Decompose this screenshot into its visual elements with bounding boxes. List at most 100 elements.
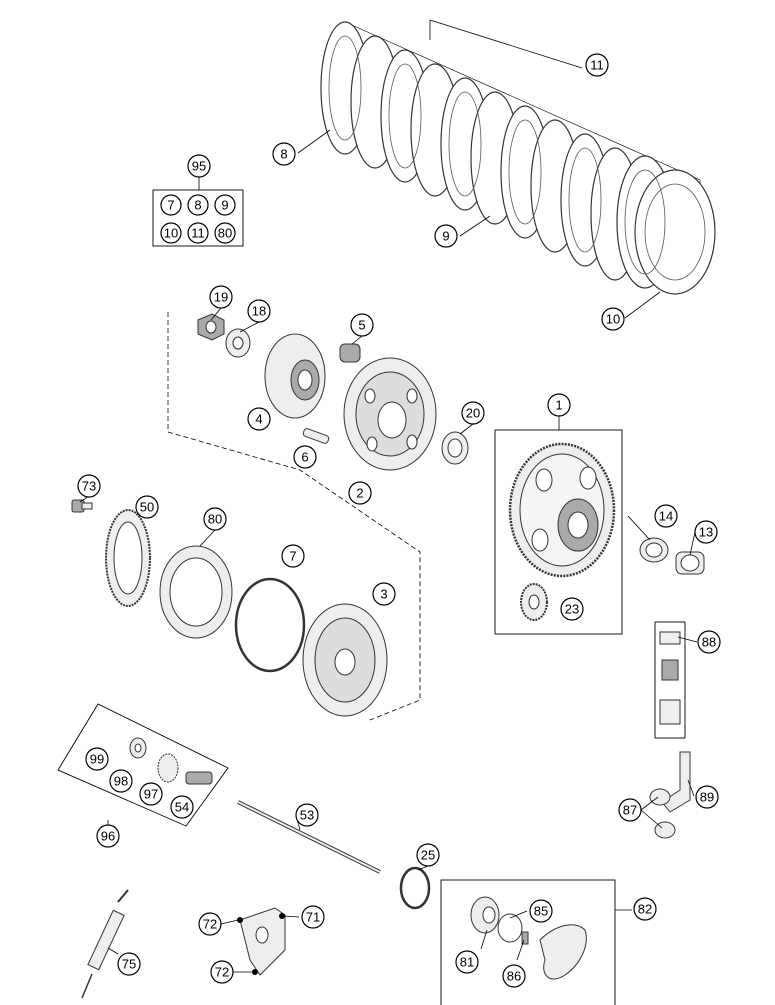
friction-disc-part-80 [159, 545, 233, 639]
banjo-fitting-part-89 [649, 751, 691, 839]
svg-text:71: 71 [306, 910, 320, 925]
callout-72-bottom: 72 [210, 960, 234, 984]
assembly-outline-upper [167, 312, 421, 721]
callout-10: 10 [601, 307, 625, 331]
kit-item-11: 11 [187, 222, 209, 244]
svg-text:9: 9 [442, 229, 449, 244]
kit-95-items: 7 8 9 10 11 80 [160, 194, 236, 244]
thrust-washer-part-20 [441, 431, 469, 465]
svg-text:10: 10 [164, 226, 178, 241]
svg-text:85: 85 [534, 904, 548, 919]
needle-bearing-part-50 [105, 509, 151, 607]
svg-text:96: 96 [101, 829, 115, 844]
clutch-disc-stack [297, 19, 716, 319]
callout-86: 86 [502, 964, 526, 988]
callout-18: 18 [247, 299, 271, 323]
callout-71: 71 [301, 905, 325, 929]
svg-text:89: 89 [700, 790, 714, 805]
fitting-box [654, 621, 686, 739]
svg-text:11: 11 [590, 58, 604, 73]
svg-text:53: 53 [300, 808, 314, 823]
svg-text:5: 5 [358, 318, 365, 333]
callout-96: 96 [96, 824, 120, 848]
svg-text:72: 72 [203, 917, 217, 932]
svg-text:54: 54 [175, 800, 189, 815]
svg-text:11: 11 [191, 226, 205, 241]
clutch-cover-part-71 [237, 907, 286, 976]
bearing-part-5 [339, 343, 361, 363]
svg-text:4: 4 [255, 412, 262, 427]
pin-part-6 [302, 428, 330, 444]
callout-54: 54 [170, 795, 194, 819]
kit-item-80: 80 [214, 222, 236, 244]
svg-text:18: 18 [252, 304, 266, 319]
callout-98: 98 [109, 769, 133, 793]
kit-item-8: 8 [187, 194, 209, 216]
callout-72-top: 72 [198, 912, 222, 936]
svg-text:1: 1 [555, 398, 562, 413]
svg-text:3: 3 [380, 587, 387, 602]
svg-text:80: 80 [218, 226, 232, 241]
syringe-part-75 [81, 889, 129, 999]
svg-text:98: 98 [114, 774, 128, 789]
callout-23: 23 [560, 597, 584, 621]
pressure-plate-part-3 [302, 603, 388, 717]
svg-text:80: 80 [208, 512, 222, 527]
callout-3: 3 [372, 582, 396, 606]
svg-text:6: 6 [301, 450, 308, 465]
lock-washer-part-18 [225, 328, 251, 358]
pressure-plate-part-4 [264, 333, 326, 419]
svg-text:75: 75 [122, 957, 136, 972]
svg-text:99: 99 [90, 752, 104, 767]
callout-73: 73 [77, 474, 101, 498]
slave-cylinder-box [440, 879, 632, 1005]
callout-11: 11 [585, 53, 609, 77]
svg-text:25: 25 [421, 848, 435, 863]
callout-80: 80 [203, 507, 227, 531]
svg-text:19: 19 [214, 290, 228, 305]
callout-89: 89 [695, 785, 719, 809]
callout-82: 82 [633, 897, 657, 921]
outer-clutch-basket-box [494, 416, 623, 635]
callout-50: 50 [135, 495, 159, 519]
svg-text:97: 97 [144, 787, 158, 802]
callout-87: 87 [618, 798, 642, 822]
svg-text:82: 82 [638, 902, 652, 917]
kit-95-box [152, 177, 244, 247]
needle-sleeve-part-13 [675, 551, 705, 575]
svg-text:86: 86 [507, 969, 521, 984]
svg-text:23: 23 [565, 602, 579, 617]
callout-85: 85 [529, 899, 553, 923]
part-callouts: 11 8 95 9 10 19 18 5 4 1 20 6 2 73 50 80… [77, 53, 721, 988]
kit-item-9: 9 [214, 194, 236, 216]
svg-text:7: 7 [167, 198, 174, 213]
bushing-part-14 [639, 537, 669, 563]
inner-clutch-hub-part-2 [343, 357, 437, 471]
callout-1: 1 [547, 393, 571, 417]
svg-text:95: 95 [192, 159, 206, 174]
callout-2: 2 [348, 481, 372, 505]
kit-item-10: 10 [160, 222, 182, 244]
svg-text:87: 87 [623, 803, 637, 818]
wire-ring-part-7 [234, 577, 306, 673]
callout-75: 75 [117, 952, 141, 976]
svg-text:14: 14 [659, 509, 673, 524]
svg-text:73: 73 [82, 479, 96, 494]
svg-text:9: 9 [221, 198, 228, 213]
svg-text:20: 20 [466, 406, 480, 421]
svg-text:8: 8 [280, 147, 287, 162]
callout-4: 4 [247, 407, 271, 431]
screw-part-73 [71, 499, 93, 513]
callout-19: 19 [209, 285, 233, 309]
callout-7: 7 [281, 544, 305, 568]
callout-81: 81 [455, 950, 479, 974]
nut-part-19 [197, 313, 225, 341]
callout-8: 8 [272, 142, 296, 166]
svg-text:13: 13 [699, 525, 713, 540]
callout-5: 5 [350, 313, 374, 337]
callout-14: 14 [654, 504, 678, 528]
callout-97: 97 [139, 782, 163, 806]
callout-53: 53 [295, 803, 319, 827]
callout-6: 6 [293, 445, 317, 469]
